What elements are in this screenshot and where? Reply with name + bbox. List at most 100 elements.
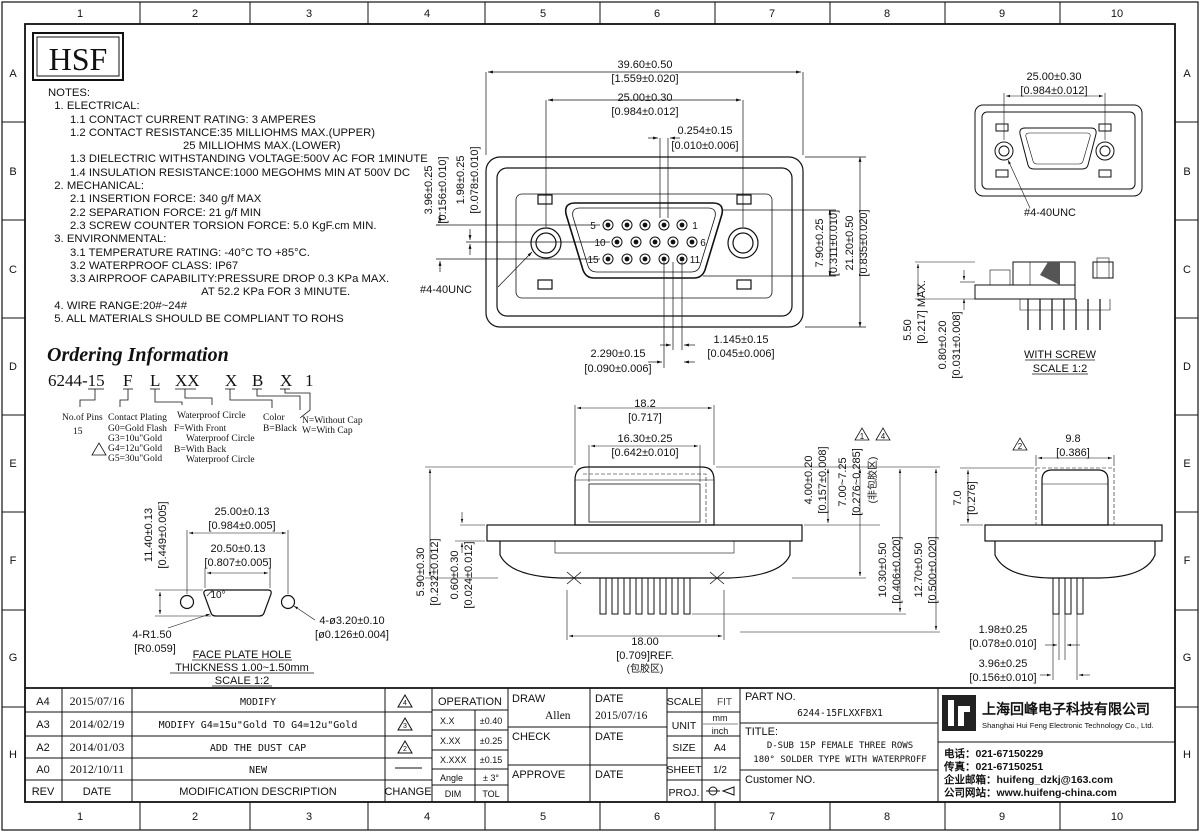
view-scale: SCALE 1:2 [1033,363,1087,375]
dim-text: [0.984±0.012] [1020,85,1087,97]
title-block [25,687,1175,802]
pin-label: 10 [594,238,606,249]
tol-value: ±0.15 [480,755,502,765]
waterproof-option: Waterproof Circle [186,433,255,444]
row-label: H [9,749,17,761]
row-label: E [1183,458,1190,470]
row-label: F [1184,555,1191,567]
pin-label: 6 [700,238,706,249]
waterproof-option: F=With Front [174,424,227,434]
dim-text: [1.559±0.020] [611,73,678,85]
view-caption: WITH SCREW [1024,349,1097,361]
col-label: 7 [769,8,775,20]
row-label: B [1183,166,1190,178]
dim-text: 39.60±0.50 [618,59,673,71]
hsf-logo: HSF [32,32,124,81]
dim-text: 1.145±0.15 [714,334,769,346]
screw-label: #4-40UNC [420,284,472,296]
col-label: 4 [424,811,430,823]
note-line: 2.3 SCREW COUNTER TORSION FORCE: 5.0 KgF… [48,219,377,232]
order-code-part: L [150,371,160,390]
note-line: NOTES: [48,87,91,99]
rev-cell: A0 [36,764,49,776]
dim-text: 18.00 [631,636,659,648]
col-label: 6 [654,811,660,823]
order-code-part: B [252,371,263,390]
contact-option: G4=12u"Gold [108,444,162,454]
order-code-part: X [225,371,237,390]
desc-cell: MODIFY G4=15u"Gold TO G4=12u"Gold [159,720,358,731]
size-label: SIZE [672,742,695,754]
row-label: E [9,458,16,470]
dim-text: [0.156±0.010] [437,156,449,223]
ordering-information: Ordering Information 6244-15 F L XX X B … [47,344,363,465]
sheet-value: 1/2 [713,765,727,776]
dim-text: 21.20±0.50 [844,216,856,271]
draw-label: DRAW [512,693,546,705]
order-code-part: XX [175,371,200,390]
desc-header: MODIFICATION DESCRIPTION [179,786,337,798]
dim-text: [0.024±0.012] [463,541,475,608]
dim-text: 25.00±0.13 [215,506,270,518]
dim-text: 4.00±0.20 [803,456,815,505]
color-label: Color [263,413,285,423]
view-thickness: THICKNESS 1.00~1.50mm [175,662,309,674]
dim-text: [0.717] [628,412,662,424]
change-cell: 2 [403,746,407,753]
waterproof-option: B=With Back [174,445,226,455]
tol-value: ±0.25 [480,736,502,746]
dim-text: 7.00~7.25 [837,457,849,506]
pin-label: 5 [590,221,596,232]
col-label: 8 [884,8,890,20]
dim-text: [0.449±0.005] [157,501,169,568]
part-title-2: 180° SOLDER TYPE WITH WATERPROFF [753,755,926,765]
dim-text: [0.010±0.006] [671,140,738,152]
view-scale: SCALE 1:2 [215,675,269,687]
end-view [960,455,1163,680]
dim-text: [0.276] [966,481,978,515]
dim-text: [0.276~0.285] [851,448,863,516]
dim-text: [0.984±0.012] [611,106,678,118]
dim-text: 0.254±0.15 [678,125,733,137]
dim-text: [0.078±0.010] [469,146,481,213]
dim-text: 11.40±0.13 [143,508,155,562]
draw-name: Allen [545,710,571,722]
scale-label: SCALE [667,696,701,708]
col-label: 6 [654,8,660,20]
row-label: D [9,361,17,373]
row-label: C [1183,264,1191,276]
dim-text: 3.96±0.25 [423,166,435,215]
row-label: A [1183,68,1191,80]
note-line: 2. MECHANICAL: [48,180,145,193]
screw-side-view-dims: 5.50 [0.217] MAX. 0.80±0.20 [0.031±0.008… [902,280,1097,378]
dim-text: 1.98±0.25 [979,624,1028,636]
company-email: 企业邮箱：huifeng_dzkj@163.com [943,773,1113,786]
col-label: 1 [77,811,83,823]
note-line: 1.3 DIELECTRIC WITHSTANDING VOLTAGE:500V… [48,153,428,166]
rev-mark: 2 [1018,442,1023,451]
dim-text: [0.232±0.012] [429,538,441,605]
tolerance-title: OPERATION [438,696,502,708]
date-cell: 2012/10/11 [70,762,124,776]
title-label: TITLE: [745,726,778,738]
tol-dim: X.X [440,716,455,726]
dim-text: [0.709]REF. [616,650,673,662]
note-line: 1.1 CONTACT CURRENT RATING: 3 AMPERES [48,113,316,126]
end-view-dims: 9.8 [0.386] 7.0 [0.276] 1.98±0.25 [0.078… [952,433,1090,684]
company-web: 公司网站：www.huifeng-china.com [944,786,1117,799]
rev-cell: A2 [36,742,49,754]
contact-option: G3=10u"Gold [108,434,162,444]
view-caption: FACE PLATE HOLE [193,649,292,661]
note-line: 5. ALL MATERIALS SHOULD BE COMPLIANT TO … [48,313,344,326]
small-front-view-dims: 25.00±0.30 [0.984±0.012] #4-40UNC [1020,71,1087,219]
draw-date-label: DATE [595,693,624,705]
row-label: H [1183,749,1191,761]
panel-cutout [155,530,316,629]
pin-label: 1 [692,221,698,232]
unit-inch: inch [712,726,729,736]
note-line: 2.2 SEPARATION FORCE: 21 g/f MIN [48,206,262,219]
change-cell: 3 [403,723,407,730]
rev-mark: 1 [860,432,865,441]
